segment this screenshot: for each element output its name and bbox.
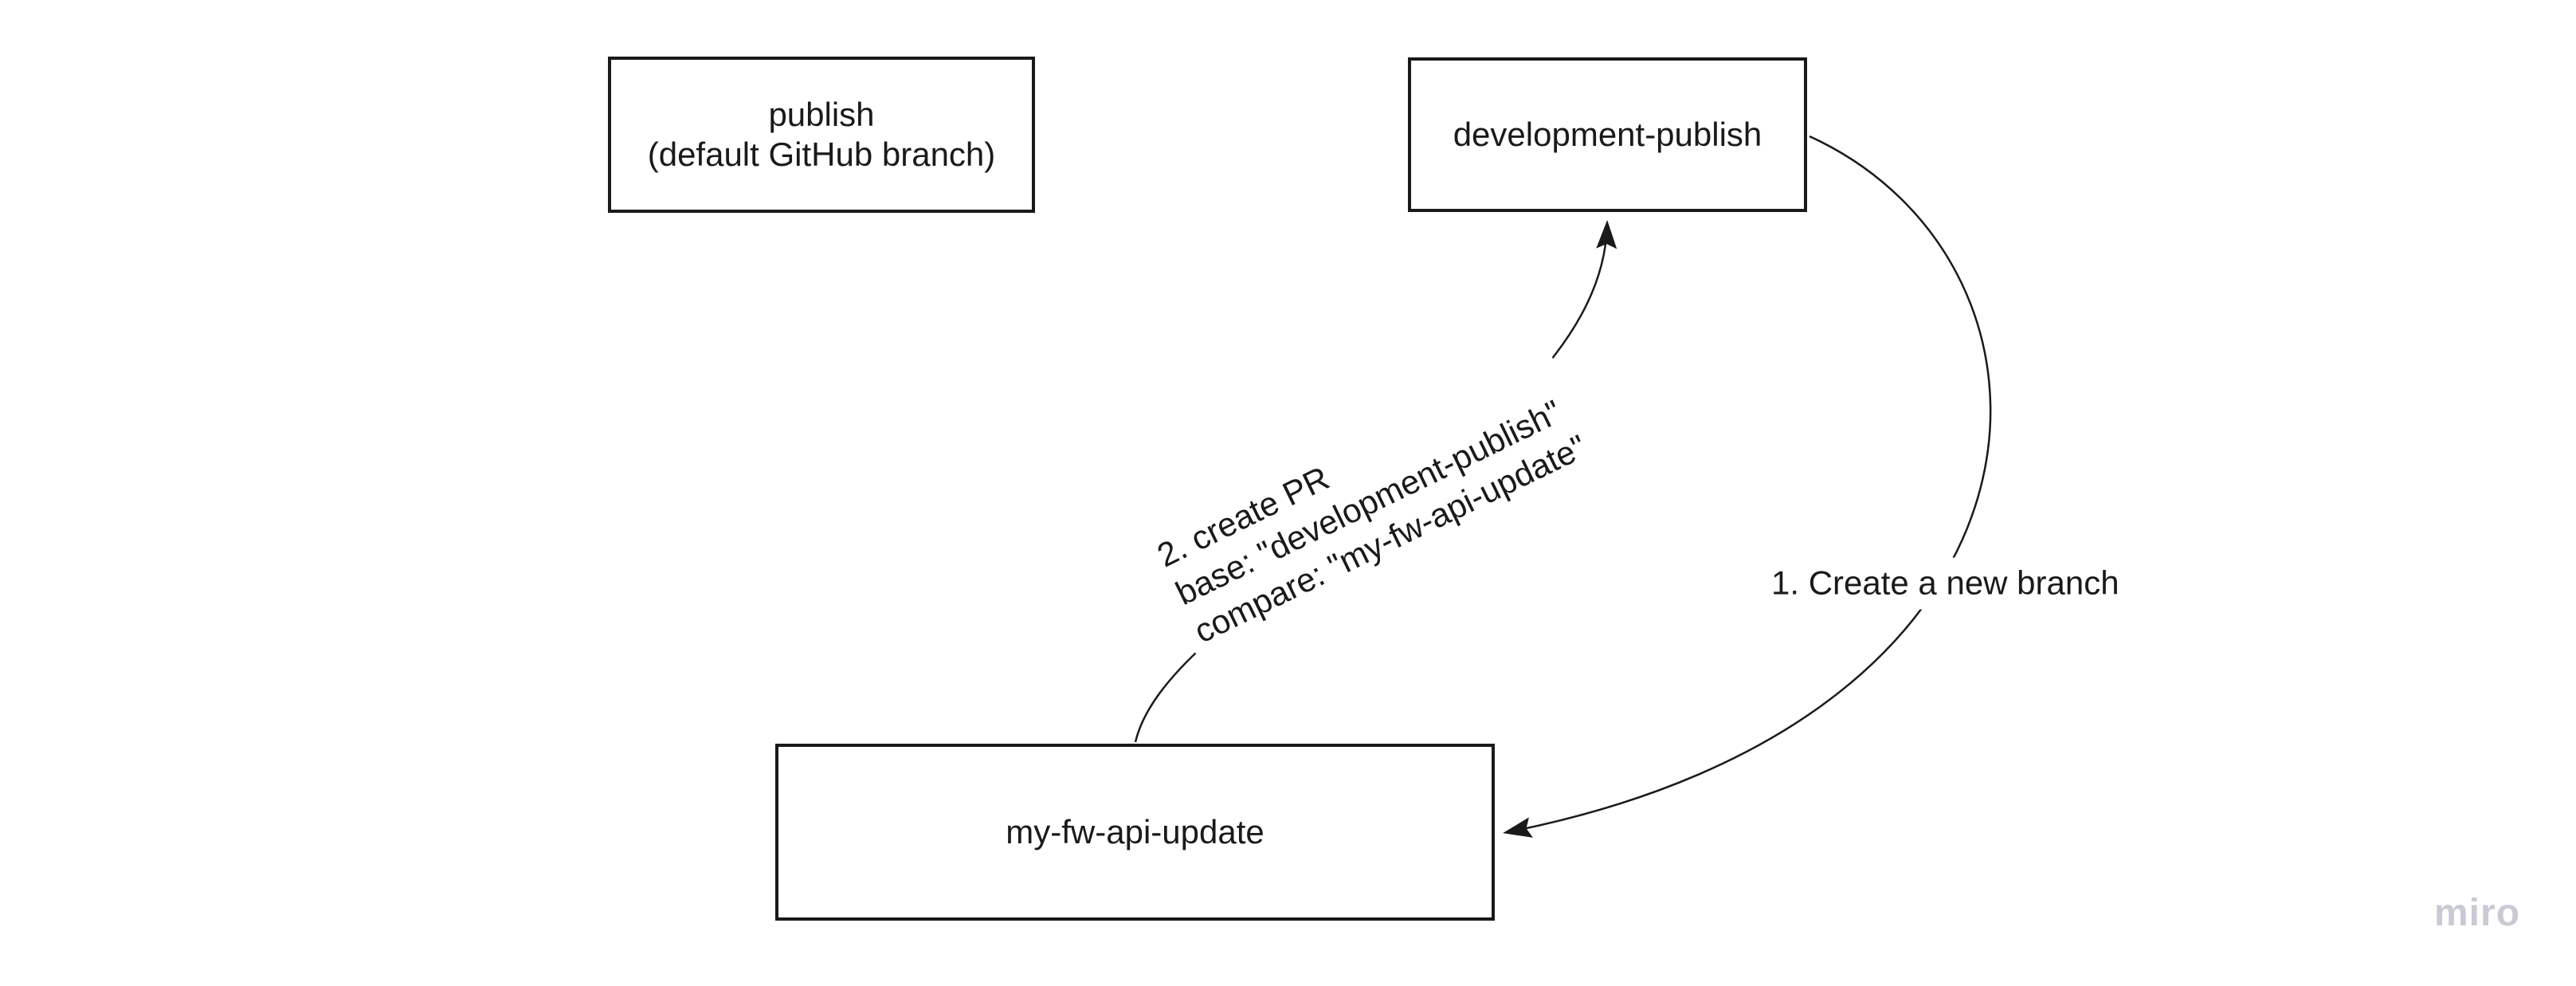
- node-publish-label-line2: (default GitHub branch): [647, 136, 996, 173]
- node-development-publish[interactable]: development-publish: [1408, 57, 1807, 212]
- connector-label-create-branch[interactable]: 1. Create a new branch: [1762, 557, 2129, 610]
- node-development-publish-label: development-publish: [1453, 115, 1762, 153]
- node-my-fw-api-update-label: my-fw-api-update: [1006, 812, 1264, 850]
- node-publish[interactable]: publish (default GitHub branch): [608, 57, 1035, 213]
- node-publish-label-line1: publish: [768, 95, 875, 133]
- node-publish-label: publish (default GitHub branch): [648, 95, 996, 175]
- node-my-fw-api-update[interactable]: my-fw-api-update: [775, 744, 1495, 921]
- miro-watermark-logo: miro: [2434, 892, 2521, 934]
- connector-create-branch[interactable]: [1503, 135, 1992, 838]
